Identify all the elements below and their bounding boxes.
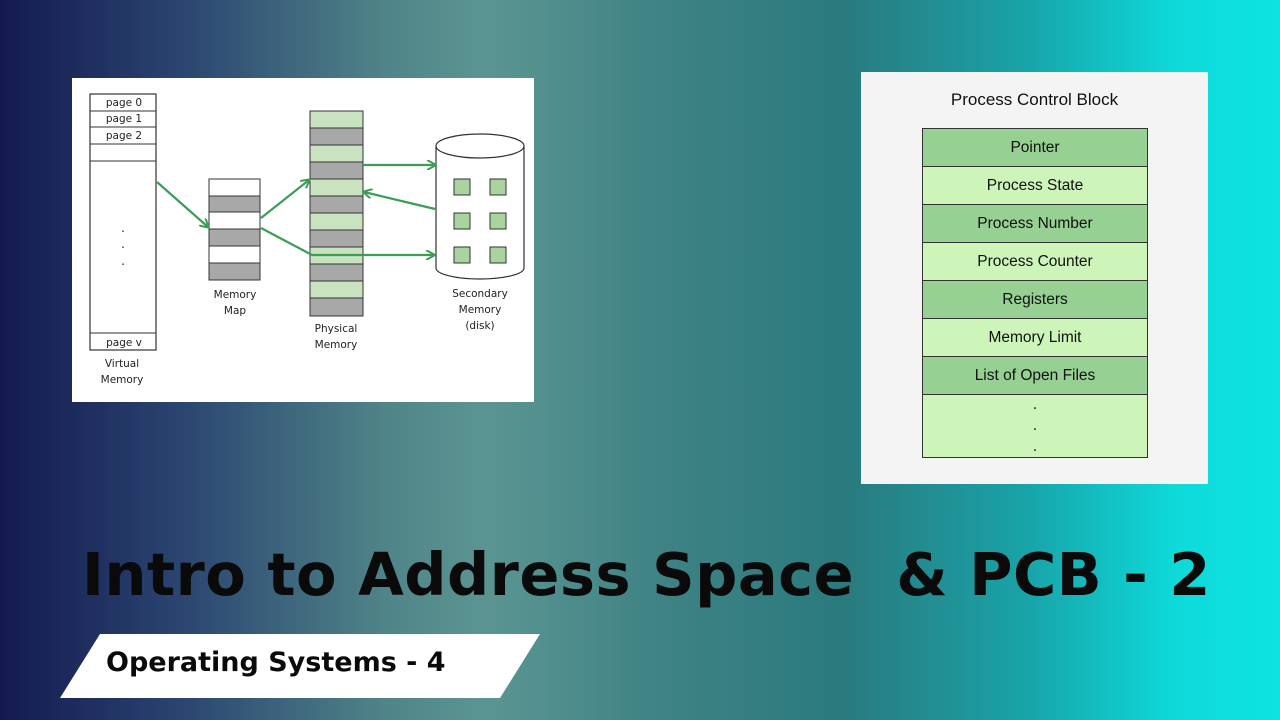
page-v-label: page v (106, 337, 142, 349)
pcb-field-open-files: List of Open Files (923, 357, 1147, 395)
ellipsis-dot: . (1032, 438, 1038, 455)
memory-map (208, 178, 261, 281)
virtual-memory-label-line2: Memory (101, 374, 144, 386)
virtual-memory-diagram: page 0 page 1 page 2 page v . . . Virtua… (72, 78, 534, 402)
arrow-map-to-physical-top (260, 180, 309, 219)
ellipsis-dot: . (121, 237, 125, 251)
virtual-memory-column (89, 93, 157, 351)
virtual-memory-svg: page 0 page 1 page 2 page v . . . Virtua… (89, 93, 525, 386)
physical-memory-label-line2: Memory (315, 339, 358, 351)
pcb-title: Process Control Block (950, 90, 1119, 109)
page-0-label: page 0 (106, 97, 142, 109)
pcb-field-process-number: Process Number (923, 205, 1147, 243)
ellipsis-dot: . (121, 221, 125, 235)
pcb-table: Pointer Process State Process Number Pro… (922, 128, 1148, 458)
pcb-field-memory-limit: Memory Limit (923, 319, 1147, 357)
secondary-memory-label-line3: (disk) (465, 320, 494, 332)
arrow-virtual-to-map (156, 181, 208, 227)
page-2-label: page 2 (106, 130, 142, 142)
virtual-memory-label-line1: Virtual (105, 358, 139, 370)
page-1-label: page 1 (106, 113, 142, 125)
arrow-map-to-disk (260, 227, 434, 255)
subtitle-banner (60, 634, 540, 698)
physical-memory (309, 110, 364, 317)
pcb-field-pointer: Pointer (923, 129, 1147, 167)
pcb-diagram: Process Control Block Pointer Process St… (861, 72, 1208, 484)
secondary-memory-label-line1: Secondary (452, 288, 508, 300)
pcb-field-process-counter: Process Counter (923, 243, 1147, 281)
mapping-arrows (156, 165, 436, 255)
ellipsis-dot: . (121, 254, 125, 268)
physical-memory-label-line1: Physical (315, 323, 358, 335)
pcb-field-process-state: Process State (923, 167, 1147, 205)
ellipsis-dot: . (1032, 396, 1038, 413)
subtitle: Operating Systems - 4 (106, 647, 446, 678)
main-title: Intro to Address Space & PCB - 2 (82, 540, 1211, 609)
arrow-disk-to-physical (364, 192, 436, 211)
secondary-memory-label-line2: Memory (459, 304, 502, 316)
pcb-ellipsis: . . . (923, 395, 1147, 457)
ellipsis-dot: . (1032, 417, 1038, 434)
pcb-field-registers: Registers (923, 281, 1147, 319)
secondary-memory-disk (435, 133, 525, 280)
memory-map-label-line2: Map (224, 305, 246, 317)
memory-map-label-line1: Memory (214, 289, 257, 301)
